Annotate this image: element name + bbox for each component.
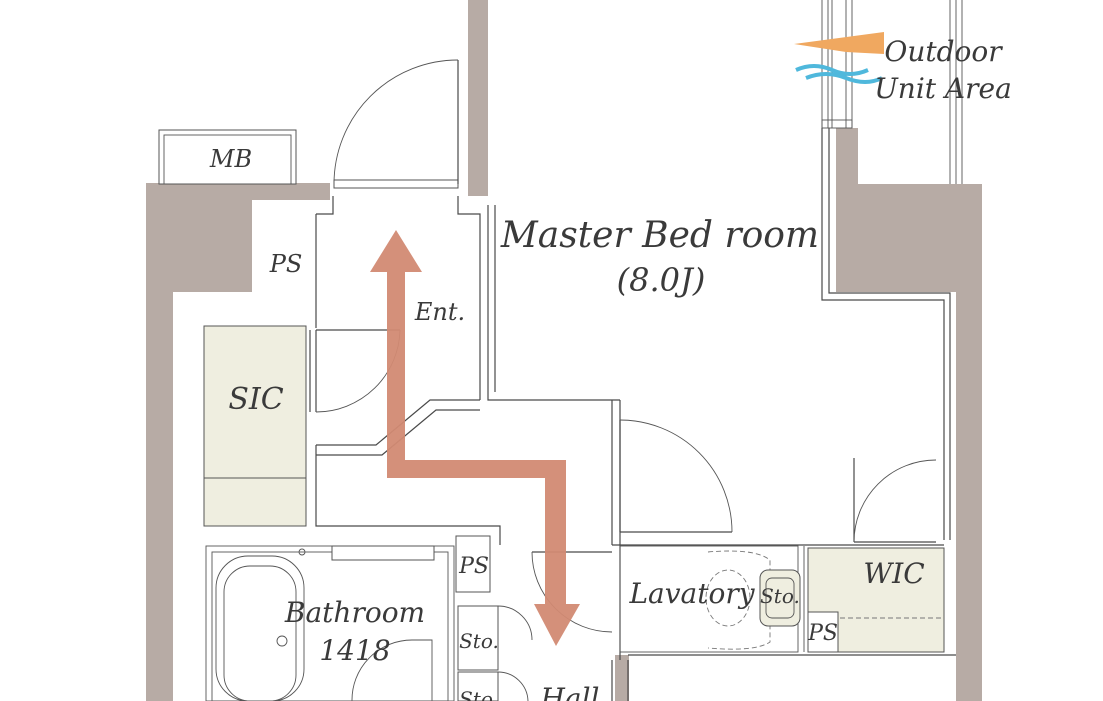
ps-label-bath: PS <box>458 554 489 579</box>
meter-box <box>158 129 297 185</box>
entrance-label: Ent. <box>414 298 465 326</box>
outdoor-unit-icon <box>794 32 884 84</box>
master-bed-room-label: Master Bed room <box>500 215 819 256</box>
entrance-door <box>333 59 459 189</box>
lavatory-fixtures <box>705 550 801 650</box>
storage-label-1: Sto. <box>459 629 499 653</box>
master-bed-door <box>619 419 733 533</box>
walk-in-closet <box>807 458 945 653</box>
lavatory-label: Lavatory <box>628 577 755 610</box>
wic-label: WIC <box>863 557 924 590</box>
sic-label: SIC <box>228 382 283 417</box>
mb-label: MB <box>209 145 252 173</box>
structural-walls <box>146 0 982 701</box>
storage-label-2: Sto. <box>459 687 499 701</box>
bathroom-label: Bathroom <box>284 596 425 629</box>
circulation-arrow <box>370 230 580 646</box>
bathroom-fixtures <box>215 535 533 701</box>
outdoor-label-line2: Unit Area <box>874 72 1012 105</box>
bathroom-size-label: 1418 <box>319 634 390 667</box>
master-bed-room-size: (8.0J) <box>617 261 706 299</box>
hall-label: Hall <box>539 682 599 701</box>
ps-label-top: PS <box>269 250 303 278</box>
outdoor-label-line1: Outdoor <box>884 35 1003 68</box>
room-labels: Master Bed room (8.0J) Ent. SIC MB PS PS… <box>209 35 1012 701</box>
ps-label-wic: PS <box>807 621 838 646</box>
lavatory-storage-label: Sto. <box>760 584 800 608</box>
shoe-in-closet <box>203 325 401 527</box>
